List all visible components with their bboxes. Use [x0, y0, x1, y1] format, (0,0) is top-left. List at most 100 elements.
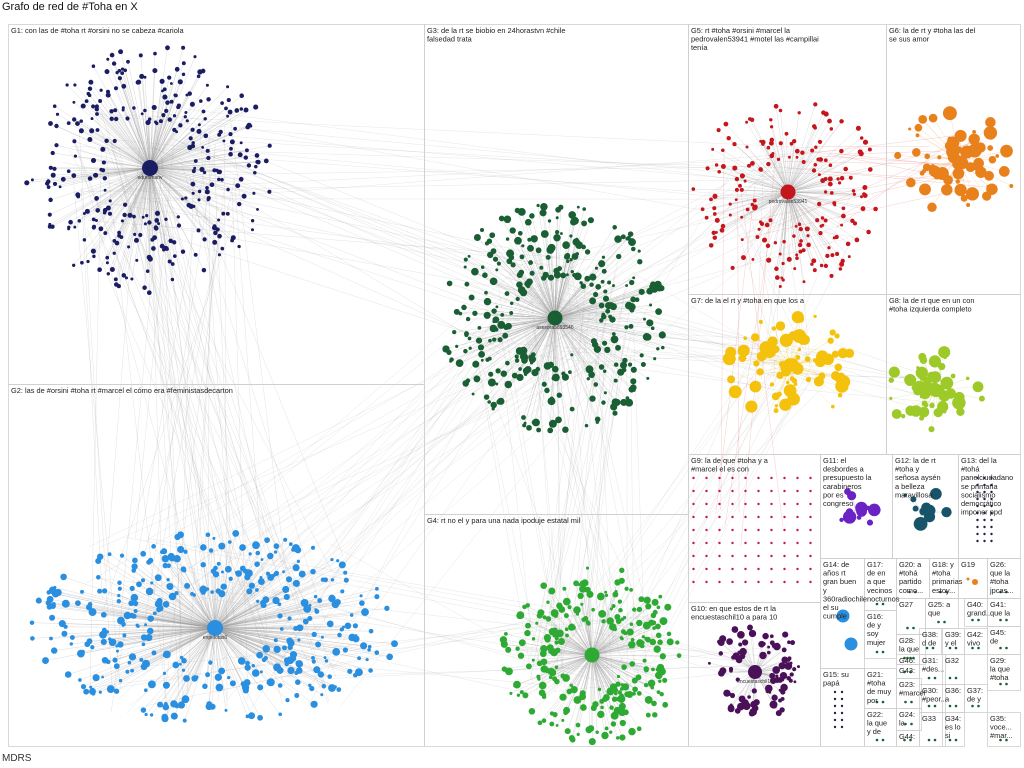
node — [475, 337, 483, 344]
edge — [783, 191, 789, 281]
edge — [149, 167, 151, 293]
edge — [214, 608, 387, 629]
node — [136, 581, 142, 588]
edge — [149, 112, 187, 169]
node — [927, 704, 931, 708]
node — [143, 688, 148, 693]
edge — [149, 167, 173, 265]
node — [200, 68, 206, 74]
edge — [73, 167, 151, 176]
node — [809, 489, 812, 493]
node — [130, 277, 134, 281]
edge — [74, 84, 151, 169]
node — [976, 490, 979, 494]
node — [837, 392, 843, 398]
edge — [493, 177, 814, 351]
node — [642, 658, 647, 663]
node — [90, 117, 94, 121]
node — [138, 53, 143, 58]
node — [602, 369, 607, 373]
node — [744, 567, 747, 571]
edge — [116, 167, 151, 244]
edge — [214, 627, 331, 688]
node — [172, 661, 180, 669]
node — [652, 712, 658, 718]
node — [273, 638, 278, 643]
node — [569, 234, 573, 238]
node — [274, 570, 280, 576]
edge — [148, 562, 216, 629]
edge — [554, 317, 649, 338]
edge — [73, 136, 234, 576]
node — [999, 646, 1002, 650]
node — [952, 158, 964, 170]
node — [737, 344, 750, 357]
node — [542, 615, 547, 620]
node — [105, 630, 109, 634]
edge — [836, 140, 953, 229]
node — [449, 359, 453, 363]
edge — [554, 317, 625, 371]
node — [374, 586, 379, 591]
node — [337, 632, 342, 638]
node — [190, 181, 196, 187]
node — [323, 656, 327, 660]
edge — [118, 167, 151, 233]
edge — [465, 266, 556, 319]
edge — [525, 317, 556, 375]
edge — [492, 250, 556, 319]
edge — [149, 167, 215, 243]
node — [234, 108, 240, 113]
node — [927, 738, 931, 742]
node — [916, 366, 920, 370]
edge — [214, 578, 231, 629]
node — [197, 123, 201, 127]
edge — [109, 627, 216, 640]
edge — [494, 310, 556, 319]
node — [567, 605, 572, 610]
node — [601, 340, 608, 346]
edge — [496, 317, 556, 319]
node — [796, 502, 799, 506]
node — [744, 554, 747, 558]
edge — [502, 368, 531, 632]
node — [161, 113, 166, 118]
node — [813, 126, 817, 130]
edge — [89, 213, 329, 704]
node — [203, 133, 209, 139]
node — [162, 703, 170, 711]
edge — [787, 191, 843, 262]
edge — [214, 627, 297, 674]
edge — [102, 149, 151, 169]
edge — [149, 56, 196, 169]
edge — [548, 618, 593, 656]
edge — [554, 239, 577, 319]
edge — [151, 110, 855, 238]
node — [75, 600, 81, 606]
node — [472, 310, 478, 316]
edge — [554, 317, 624, 403]
node — [827, 337, 834, 344]
edge — [149, 161, 259, 169]
edge — [591, 654, 640, 694]
node — [773, 241, 778, 245]
node — [771, 392, 780, 401]
node — [508, 254, 515, 261]
node — [614, 613, 621, 621]
node — [744, 580, 747, 584]
node — [342, 647, 349, 653]
node — [505, 646, 512, 653]
node — [795, 354, 801, 360]
node — [691, 187, 696, 191]
edge — [787, 147, 816, 193]
node — [224, 708, 228, 712]
node — [317, 598, 323, 603]
node — [297, 638, 301, 642]
edge — [74, 141, 151, 169]
edge — [739, 222, 817, 376]
node — [90, 645, 95, 650]
node — [291, 547, 295, 552]
edge — [511, 303, 556, 319]
node — [796, 515, 799, 519]
edge — [142, 227, 487, 340]
